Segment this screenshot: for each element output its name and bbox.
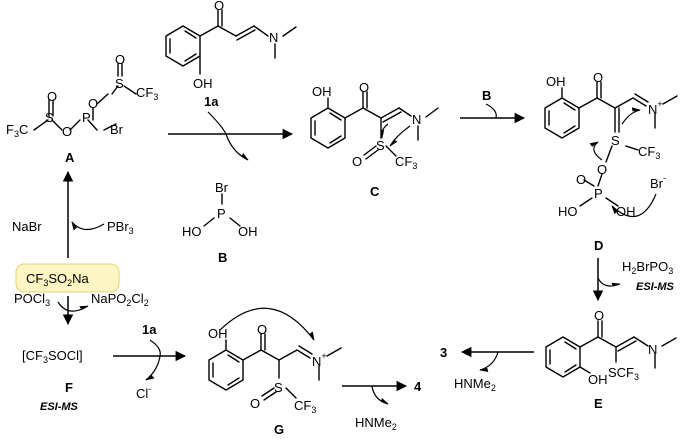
b-ho: HO: [182, 224, 202, 239]
a-o-mid: O: [88, 96, 98, 111]
e-n: N: [648, 342, 657, 357]
product-4: 4: [414, 379, 422, 394]
label-e: E: [594, 396, 603, 411]
g-curved-arrow-oh: [219, 307, 315, 341]
curved-arrow-cl-out: [145, 355, 161, 381]
intermediate-a-structure: [33, 63, 137, 131]
reagent-pocl3: POCl3: [14, 291, 50, 308]
d-o: O: [593, 70, 603, 85]
enaminone-1a-n: N: [269, 30, 278, 45]
a-p: P: [82, 110, 91, 125]
a-cf3-right: CF3: [136, 85, 158, 102]
enaminone-1a-o: O: [214, 0, 224, 13]
a-f3c-left: F3C: [6, 122, 28, 139]
d-s: S: [611, 133, 620, 148]
d-curved-arrow-so: [589, 141, 603, 161]
d-cf3: CF3: [638, 144, 660, 161]
start-material-cf3so2na: CF3SO2Na: [26, 271, 90, 288]
curved-arrow-b-out: [225, 133, 249, 161]
a-o-left: O: [47, 89, 57, 104]
reagent-h2brpo3: H2BrPO3: [622, 259, 673, 276]
c-cf3: CF3: [395, 154, 417, 171]
a-o-bridge: O: [62, 124, 72, 139]
reagent-hnme2-g: HNMe2: [355, 415, 397, 432]
c-s: S: [376, 138, 385, 153]
d-ho: HO: [558, 204, 578, 219]
d-o-p: O: [576, 172, 586, 187]
g-n-plus: N+: [312, 351, 327, 369]
b-br: Br: [215, 180, 229, 195]
curved-arrow-hnme2-g: [371, 385, 389, 405]
curved-arrow-1a-in: [149, 339, 161, 357]
label-d: D: [594, 238, 603, 253]
reagent-hnme2-e: HNMe2: [454, 376, 496, 393]
label-1a-top: 1a: [204, 94, 219, 109]
d-curved-arrow-br: [611, 193, 657, 218]
label-c: C: [370, 184, 380, 199]
reagent-nabr: NaBr: [12, 219, 42, 234]
enaminone-1a-oh: OH: [193, 76, 213, 91]
d-n-plus: N+: [648, 99, 663, 117]
reagent-napo2cl2: NaPO2Cl2: [91, 291, 149, 308]
intermediate-f-formula: [CF3SOCl]: [22, 348, 83, 365]
c-n: N: [412, 112, 421, 127]
esi-ms-e: ESI-MS: [636, 281, 675, 293]
g-o: O: [257, 322, 267, 337]
g-o-sulfinyl: O: [250, 396, 260, 411]
c-curved-arrow-2: [380, 123, 389, 139]
c-o: O: [359, 80, 369, 95]
a-o-top: O: [115, 52, 125, 67]
d-oh-p: OH: [616, 204, 636, 219]
d-p: P: [594, 186, 603, 201]
curved-arrow-pocl3: [57, 301, 89, 312]
label-b: B: [218, 250, 227, 265]
product-3: 3: [440, 345, 447, 360]
g-s: S: [274, 380, 283, 395]
a-s-right: S: [115, 76, 124, 91]
reagent-pbr3: PBr3: [107, 219, 134, 236]
e-scf3: SCF3: [608, 365, 639, 382]
d-curved-arrow-sn: [621, 107, 641, 125]
a-br: Br: [110, 122, 124, 137]
c-o-sulfinyl: O: [352, 154, 362, 169]
curved-arrow-pbr3-nabr: [71, 221, 105, 231]
c-oh: OH: [312, 84, 332, 99]
reagent-cl-minus: Cl-: [136, 384, 151, 401]
label-f: F: [65, 380, 73, 395]
curved-arrow-b-in: [485, 103, 497, 119]
intermediate-d-structure: [544, 81, 678, 207]
curved-arrow-hnme2-e: [479, 351, 499, 372]
esi-ms-f: ESI-MS: [40, 401, 79, 413]
b-p: P: [217, 206, 226, 221]
curved-arrow-1a-to-c: [207, 111, 227, 135]
d-br-minus: Br-: [650, 173, 666, 191]
start-material-highlight: [15, 263, 120, 293]
e-o: O: [594, 308, 604, 323]
curved-arrow-h2brpo3: [597, 277, 621, 287]
a-s-left: S: [45, 110, 54, 125]
byproduct-b-structure: [203, 193, 241, 227]
d-oh: OH: [546, 74, 566, 89]
g-oh: OH: [208, 326, 228, 341]
label-a: A: [65, 150, 75, 165]
reagent-b-label: B: [482, 88, 491, 103]
enaminone-1a-structure: [165, 9, 297, 75]
intermediate-c-structure: [310, 91, 439, 160]
e-oh: OH: [588, 372, 608, 387]
label-g: G: [274, 422, 284, 437]
c-curved-arrow-1: [389, 125, 411, 147]
d-o-bridge: O: [597, 162, 607, 177]
intermediate-g-structure: [208, 333, 342, 401]
reagent-1a-label: 1a: [142, 322, 157, 337]
intermediate-e-structure: [545, 320, 677, 378]
b-oh: OH: [238, 224, 258, 239]
g-cf3: CF3: [294, 398, 316, 415]
